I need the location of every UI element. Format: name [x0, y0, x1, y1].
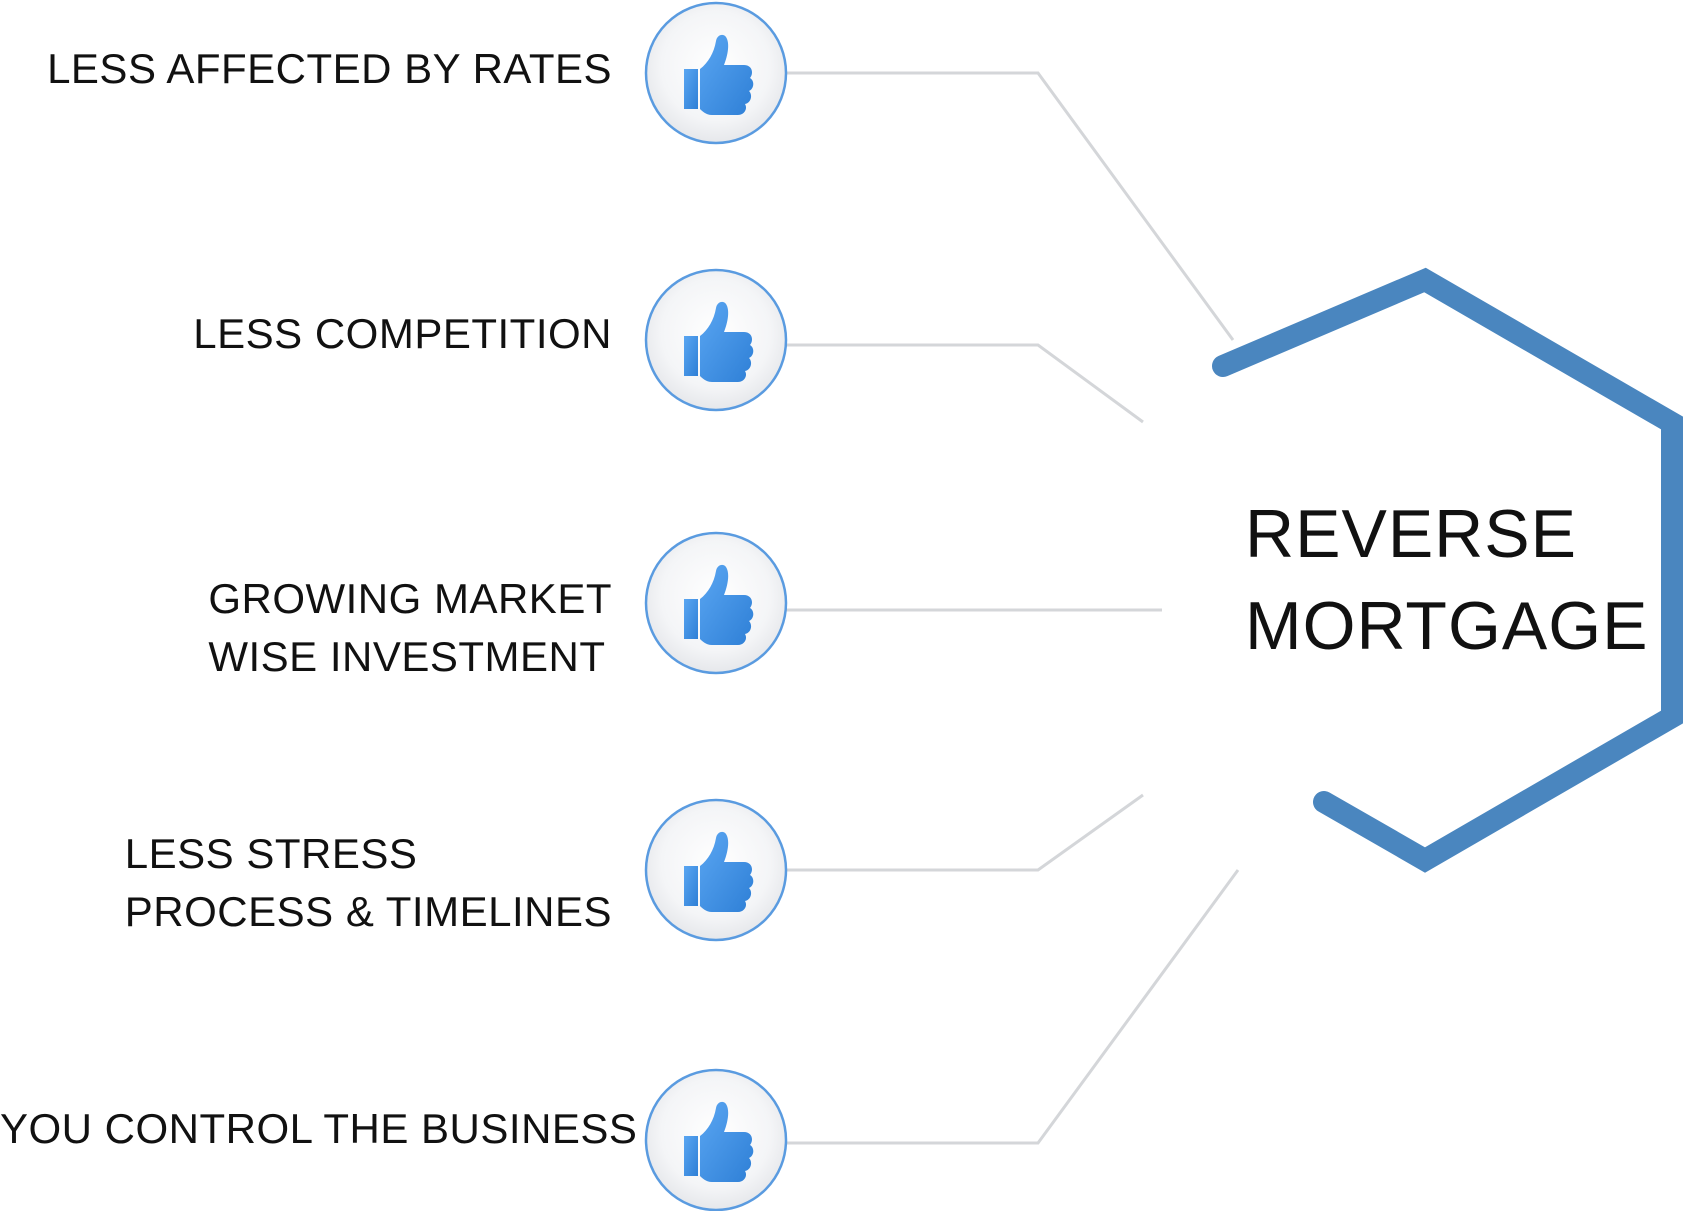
benefit-label-3: GROWING MARKET WISE INVESTMENT — [208, 570, 612, 686]
benefit-label-4-line-2: PROCESS & TIMELINES — [124, 888, 612, 935]
benefit-label-3-line-2: WISE INVESTMENT — [208, 633, 606, 680]
hexagon-path — [1212, 267, 1683, 873]
thumbs-up-icon — [684, 831, 754, 912]
connector-line-5 — [786, 869, 1240, 1145]
benefit-label-1-line-1: LESS AFFECTED BY RATES — [47, 45, 612, 92]
thumbs-up-icon-badge — [644, 531, 788, 675]
icon-circles — [644, 1, 788, 1211]
benefit-label-4-line-1: LESS STRESS — [124, 830, 418, 877]
connector-lines — [786, 71, 1240, 1145]
thumbs-up-icon — [684, 1101, 754, 1182]
benefit-label-4: LESS STRESS PROCESS & TIMELINES — [125, 825, 612, 941]
center-title: REVERSE MORTGAGE — [1245, 488, 1648, 672]
thumbs-up-icon — [684, 564, 754, 645]
center-title-line-2: MORTGAGE — [1245, 588, 1649, 664]
connector-line-2 — [786, 343, 1144, 424]
thumbs-up-icon — [684, 301, 754, 382]
benefit-label-5: YOU CONTROL THE BUSINESS — [0, 1100, 637, 1158]
thumbs-up-icon-badge — [644, 798, 788, 942]
benefit-label-1: LESS AFFECTED BY RATES — [47, 40, 612, 98]
thumbs-up-icon-badge — [644, 268, 788, 412]
center-title-line-1: REVERSE — [1245, 496, 1577, 572]
thumbs-up-icon-badge — [644, 1, 788, 145]
connector-line-4 — [786, 793, 1144, 872]
thumbs-up-icon-badge — [644, 1068, 788, 1211]
hexagon-outline — [1212, 267, 1683, 873]
benefit-label-3-line-1: GROWING MARKET — [208, 575, 612, 622]
benefit-label-5-line-1: YOU CONTROL THE BUSINESS — [0, 1105, 638, 1152]
connector-line-1 — [786, 71, 1235, 341]
thumbs-up-icon — [684, 34, 754, 116]
benefit-label-2: LESS COMPETITION — [193, 305, 612, 363]
benefit-label-2-line-1: LESS COMPETITION — [193, 310, 612, 357]
